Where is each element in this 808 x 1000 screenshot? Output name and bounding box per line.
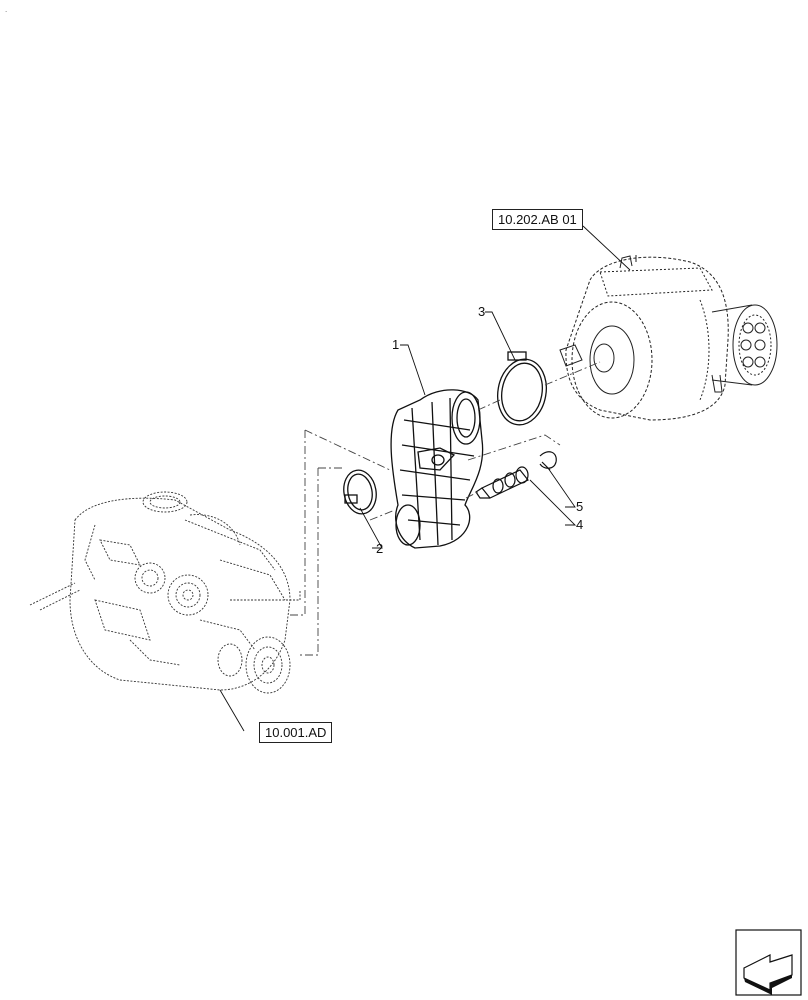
callout-3: 3 xyxy=(478,304,486,319)
clamp-ring-large xyxy=(497,351,547,426)
retaining-clip xyxy=(539,451,557,471)
ref-air-cleaner[interactable]: 10.202.AB 01 xyxy=(492,209,583,230)
leader-lines xyxy=(219,225,631,732)
intake-hose xyxy=(390,389,484,549)
callout-5: 5 xyxy=(576,499,584,514)
corner-mark: . xyxy=(5,5,8,14)
sensor-fitting xyxy=(475,466,529,499)
clamp-small xyxy=(343,469,377,515)
engine-assembly xyxy=(29,491,301,694)
air-cleaner-assembly xyxy=(559,255,778,421)
ref-engine[interactable]: 10.001.AD xyxy=(259,722,333,743)
callout-1: 1 xyxy=(392,337,400,352)
assembly-lines xyxy=(290,361,601,656)
callout-2: 2 xyxy=(376,541,384,556)
callout-4: 4 xyxy=(576,517,584,532)
view-direction-arrow-icon xyxy=(735,929,802,996)
